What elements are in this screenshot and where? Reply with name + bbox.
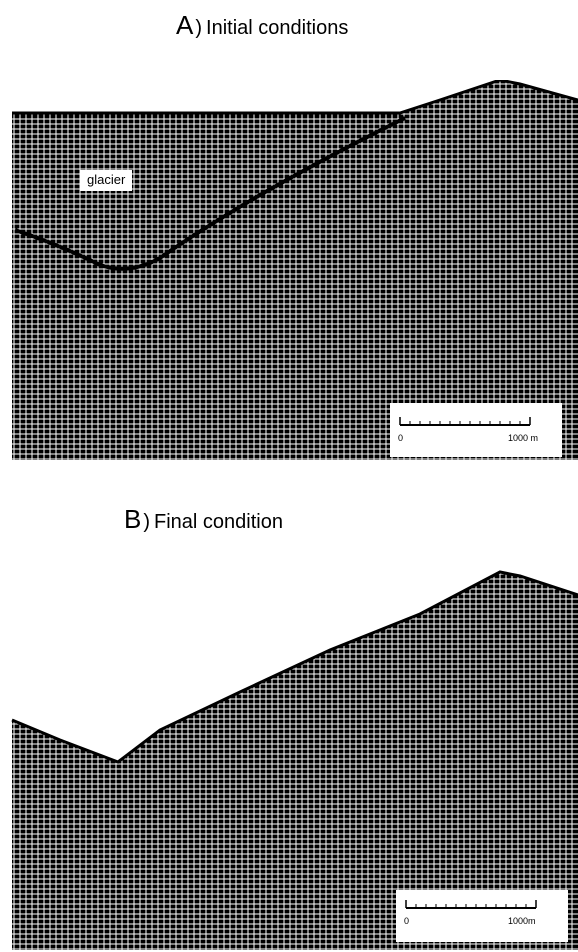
panel-b-letter: B — [124, 504, 142, 534]
panel-a-mesh — [12, 80, 578, 460]
panel-a-scale-bar: 0 1000 m — [390, 403, 562, 457]
panel-b-title: B)Final condition — [124, 504, 283, 534]
panel-a-scale-end: 1000 m — [508, 433, 539, 443]
panel-b-scale-end: 1000m — [508, 916, 536, 926]
panel-a-title-text: Initial conditions — [206, 17, 349, 39]
panel-a-scale-start: 0 — [398, 433, 404, 443]
mesh-grid — [12, 572, 578, 950]
panel-a-letter: A — [176, 10, 194, 40]
glacier-label: glacier — [80, 170, 133, 191]
mesh-grid — [12, 80, 578, 460]
panel-b-title-text: Final condition — [154, 511, 283, 533]
panel-b-scale-start: 0 — [404, 916, 410, 926]
glacier-bed-line — [14, 116, 406, 271]
panel-a-title: A)Initial conditions — [176, 10, 349, 40]
mesh-body — [12, 80, 578, 460]
panel-b-mesh — [11, 570, 578, 950]
panel-a-scale-ruler — [399, 417, 531, 426]
ground-surface — [12, 80, 578, 115]
panel-b-scale-ruler — [405, 900, 537, 909]
panel-b-scale-bar: 0 1000m — [396, 890, 568, 942]
ground-surface — [11, 570, 578, 764]
mesh-body — [12, 572, 578, 950]
